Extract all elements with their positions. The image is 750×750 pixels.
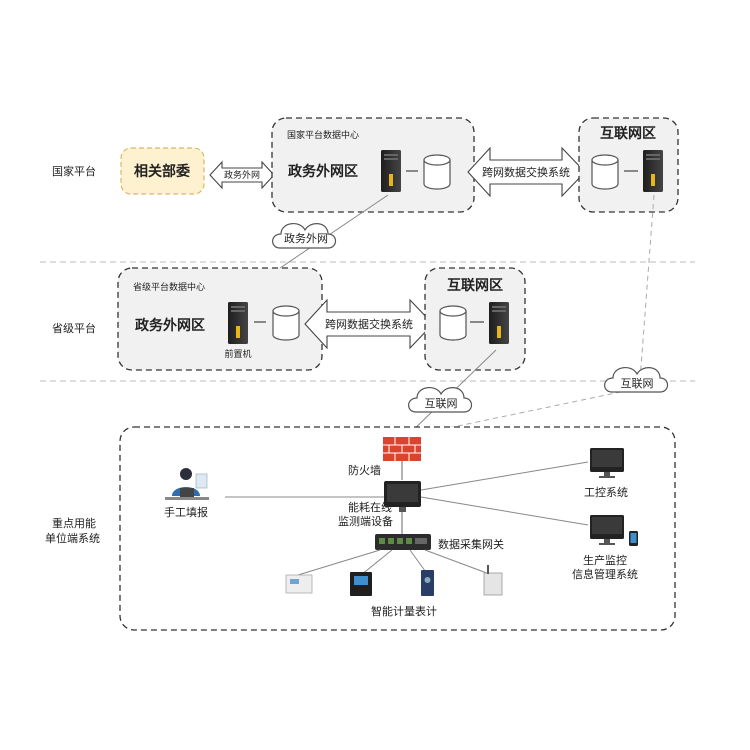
provincial-datacenter-title: 省级平台数据中心 <box>133 281 205 293</box>
gateway-icon <box>375 534 431 550</box>
production-label-line1: 生产监控 <box>583 553 627 567</box>
national-internet-database-icon <box>591 154 619 190</box>
person-laptop-icon <box>165 468 209 500</box>
national-gov-zone-label: 政务外网区 <box>288 163 358 180</box>
national-server-icon <box>381 150 401 192</box>
internet-right-cloud-label: 互联网 <box>621 377 654 390</box>
ministry-label: 相关部委 <box>134 163 190 180</box>
provincial-front-server-label: 前置机 <box>224 348 251 360</box>
internet-dashed-link <box>639 194 655 381</box>
tier-label-national: 国家平台 <box>52 164 96 178</box>
monitor-device-label-line1: 能耗在线 <box>348 500 392 514</box>
meter-link-1 <box>297 549 381 576</box>
provincial-gov-zone-label: 政务外网区 <box>135 317 205 334</box>
gov-net-arrow-label: 政务外网 <box>224 169 260 181</box>
tier-label-unit-line2: 单位端系统 <box>45 531 100 545</box>
monitor-device-label-line2: 监测端设备 <box>338 514 393 528</box>
unit-system-box[interactable] <box>119 426 676 631</box>
meter-link-4 <box>424 549 493 576</box>
industrial-control-label: 工控系统 <box>584 485 628 499</box>
provincial-exchange-label: 跨网数据交换系统 <box>325 317 413 331</box>
ministry-box[interactable] <box>120 147 205 195</box>
phone-icon <box>629 531 638 546</box>
meter-link-2 <box>360 549 393 576</box>
production-label-line2: 信息管理系统 <box>572 567 638 581</box>
meter-3-icon <box>421 570 434 596</box>
gateway-label: 数据采集网关 <box>438 537 504 551</box>
internet-mid-cloud-label: 互联网 <box>425 397 458 410</box>
monitoring-device-icon <box>384 481 421 512</box>
meters-label: 智能计量表计 <box>371 604 437 618</box>
provincial-internet-database-icon <box>439 305 467 341</box>
national-datacenter-title: 国家平台数据中心 <box>287 129 359 141</box>
national-internet-zone-label: 互联网区 <box>600 126 656 142</box>
firewall-label: 防火墙 <box>348 463 381 477</box>
provincial-internet-server-icon <box>489 302 509 344</box>
provincial-database-icon <box>272 305 300 341</box>
meter-4-icon <box>483 565 503 596</box>
manual-report-label: 手工填报 <box>164 505 208 519</box>
provincial-internet-zone-label: 互联网区 <box>447 278 503 294</box>
firewall-icon <box>383 437 421 461</box>
national-database-icon <box>423 154 451 190</box>
provincial-server-icon <box>228 302 248 344</box>
national-internet-server-icon <box>643 150 663 192</box>
industrial-control-link <box>420 461 589 491</box>
national-exchange-label: 跨网数据交换系统 <box>482 165 570 179</box>
meter-2-icon <box>350 572 372 596</box>
gov-net-cloud-label: 政务外网 <box>284 231 328 245</box>
national-datacenter-box[interactable] <box>271 117 475 213</box>
meter-1-icon <box>285 574 313 594</box>
tier-label-unit-line1: 重点用能 <box>52 516 96 530</box>
tier-label-provincial: 省级平台 <box>52 321 96 335</box>
production-system-link <box>420 496 589 526</box>
